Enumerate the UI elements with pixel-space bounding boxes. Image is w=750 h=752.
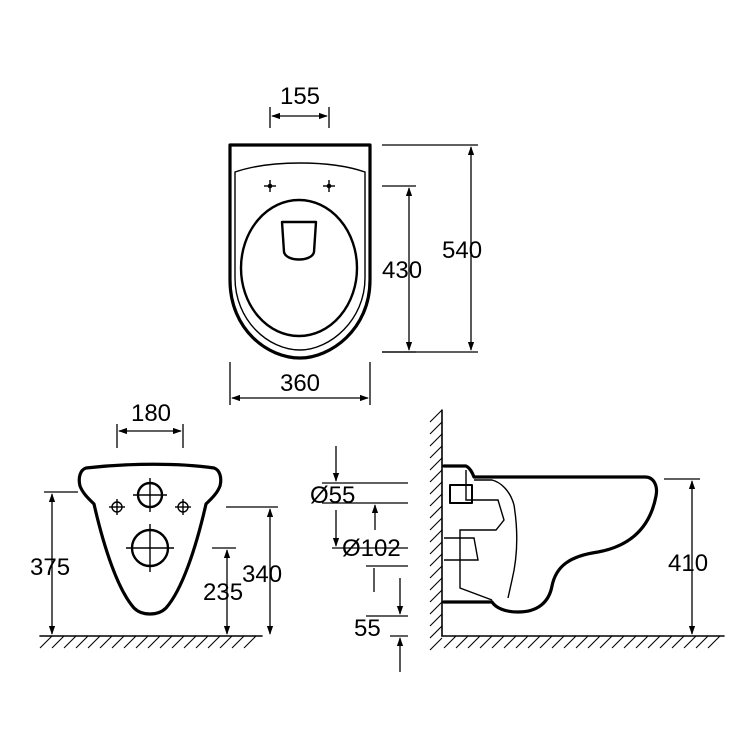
label-top-overall-depth: 540 [442,237,482,264]
dim-front-height-outlet: 235 [203,547,243,635]
top-view-bowl-opening [239,198,359,338]
side-view-rim-detail [459,470,505,601]
label-side-outlet-offset: 55 [354,615,381,642]
dim-side-outlet-diameter: Ø102 [332,510,408,567]
label-top-overall-width: 360 [280,370,320,397]
top-view-rim [234,162,366,351]
label-front-fixing-spacing: 180 [131,400,171,427]
dim-top-overall-depth: 540 [382,144,482,353]
dim-front-fixing-spacing: 180 [116,400,184,448]
label-front-height-overall: 375 [30,554,70,581]
front-view-outlet [126,524,174,572]
label-top-bowl-depth: 430 [382,257,422,284]
front-view-fixing-hole-right [175,499,191,515]
side-view-outlet [444,537,479,561]
dim-side-height: 410 [664,478,708,635]
top-view-outlet [280,220,318,261]
top-view-fixing-hole-right [323,180,335,192]
dim-top-overall-width: 360 [229,362,371,405]
front-view-fixing-hole-left [109,499,125,515]
front-view-inlet [133,478,167,512]
dim-side-outlet-offset: 55 [354,568,408,672]
dim-top-fixing-width: 155 [269,83,330,128]
dim-top-bowl-depth: 430 [382,185,422,353]
top-view: 155 360 540 430 [228,83,482,405]
side-view-floor-hatching [443,635,721,649]
side-view-wall-hatching [429,409,443,651]
front-view: 180 375 340 235 [30,400,282,649]
side-view: Ø55 Ø102 55 410 [310,409,725,672]
dim-front-height-bolts: 340 [226,506,282,635]
label-top-fixing-width: 155 [280,83,320,110]
dim-side-inlet-diameter: Ø55 [310,446,408,530]
front-view-outline [77,462,223,616]
side-view-bowl-profile [442,464,659,614]
label-side-height: 410 [668,550,708,577]
top-view-fixing-hole-left [264,180,276,192]
side-view-bowl-inner [474,479,518,599]
label-front-height-bolts: 340 [242,561,282,588]
label-front-height-outlet: 235 [203,579,243,606]
front-view-floor-hatching [39,635,257,649]
top-view-outer-outline [228,143,372,360]
side-view-inlet-box [449,484,473,504]
label-side-inlet-diameter: Ø55 [310,482,355,509]
dim-front-height-overall: 375 [30,491,78,635]
label-side-outlet-diameter: Ø102 [342,535,401,562]
